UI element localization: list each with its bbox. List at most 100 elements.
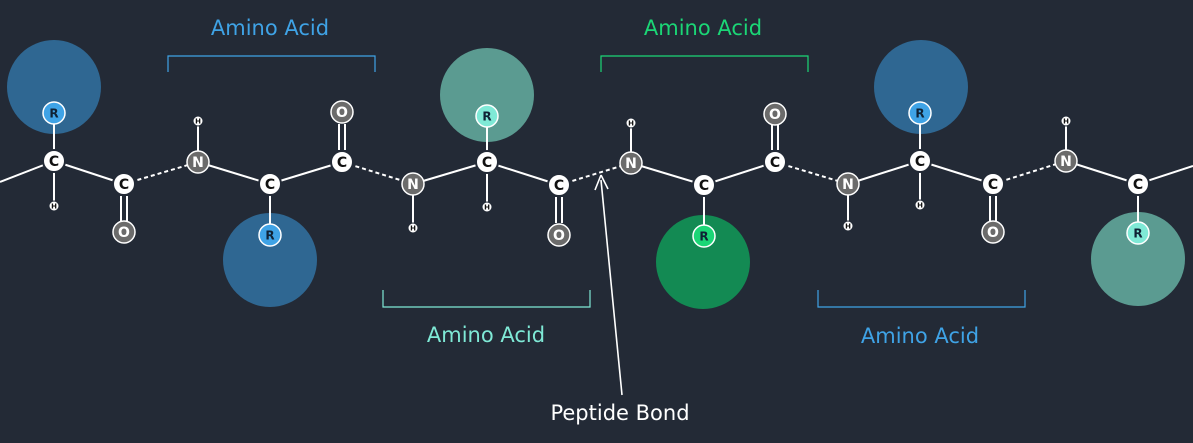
bonds <box>0 114 1193 236</box>
svg-text:C: C <box>915 154 925 170</box>
nitrogen-atom: N <box>836 172 860 196</box>
carbon-atom: C <box>330 150 354 174</box>
oxygen-atom: O <box>547 223 571 247</box>
r-group-circle <box>1091 212 1185 306</box>
hydrogen-atom: H <box>192 115 204 127</box>
hydrogen-atom: H <box>481 201 493 213</box>
hydrogen-atom: H <box>407 222 419 234</box>
svg-text:N: N <box>842 177 854 193</box>
r-group-circle <box>656 215 750 309</box>
r-group-circle <box>7 40 101 134</box>
svg-text:H: H <box>628 120 634 128</box>
r-group-circle <box>874 40 968 134</box>
brackets <box>167 55 1026 308</box>
svg-text:R: R <box>1133 226 1142 240</box>
hydrogen-atom: H <box>842 220 854 232</box>
svg-text:N: N <box>625 156 637 172</box>
double-bond <box>555 197 563 223</box>
bond <box>630 162 705 186</box>
bracket-amino-acid-4 <box>817 290 1026 308</box>
r-group-atom: R <box>692 224 716 248</box>
svg-text:C: C <box>770 155 780 171</box>
peptide-bond-line <box>774 161 849 185</box>
svg-text:O: O <box>769 107 781 123</box>
r-group-circles <box>7 40 1185 309</box>
r-group-atom: R <box>42 101 66 125</box>
carbon-atom: C <box>908 149 932 173</box>
svg-text:N: N <box>192 155 204 171</box>
carbon-atom: C <box>547 173 571 197</box>
svg-text:H: H <box>195 118 201 126</box>
bond <box>1065 160 1139 185</box>
amino-acid-label-3: Amino Acid <box>644 16 762 40</box>
peptide-bond-line <box>123 161 199 185</box>
svg-text:O: O <box>553 228 565 244</box>
bracket-amino-acid-2 <box>382 290 591 308</box>
bond <box>919 160 994 185</box>
bond <box>412 161 488 185</box>
svg-text:C: C <box>119 177 129 193</box>
svg-text:N: N <box>407 177 419 193</box>
svg-text:R: R <box>915 106 924 120</box>
svg-text:C: C <box>554 178 564 194</box>
nitrogen-atom: N <box>1054 149 1078 173</box>
r-group-circle <box>440 48 534 142</box>
atoms: C C N C C N C C N C C N C C N C O O O O O R R R R R R H H H H H H H H <box>42 100 1150 248</box>
svg-text:C: C <box>265 177 275 193</box>
carbon-atom: C <box>258 172 282 196</box>
peptide-bond-line <box>341 161 414 185</box>
svg-text:H: H <box>1063 118 1069 126</box>
amino-acid-label-2: Amino Acid <box>427 323 545 347</box>
r-group-atom: R <box>258 223 282 247</box>
bond <box>703 161 776 186</box>
svg-text:R: R <box>265 228 274 242</box>
bond <box>269 161 343 185</box>
svg-text:O: O <box>336 105 348 121</box>
r-group-atom: R <box>475 104 499 128</box>
nitrogen-atom: N <box>619 151 643 175</box>
nitrogen-atom: N <box>401 172 425 196</box>
oxygen-atom: O <box>763 102 787 126</box>
bracket-amino-acid-1 <box>167 55 376 72</box>
hydrogen-atom: H <box>625 117 637 129</box>
double-bond <box>120 196 128 222</box>
carbon-atom: C <box>1126 172 1150 196</box>
hydrogen-atom: H <box>1060 115 1072 127</box>
double-bond <box>989 196 997 222</box>
svg-text:O: O <box>118 225 130 241</box>
svg-text:C: C <box>49 154 59 170</box>
svg-text:R: R <box>49 106 58 120</box>
bond <box>53 160 125 185</box>
hydrogen-atom: H <box>914 199 926 211</box>
svg-text:R: R <box>699 229 708 243</box>
bond <box>847 160 921 185</box>
svg-text:C: C <box>482 155 492 171</box>
peptide-bond-label: Peptide Bond <box>550 401 689 425</box>
amino-acid-label-1: Amino Acid <box>211 16 329 40</box>
peptide-bond-line <box>992 160 1067 185</box>
svg-text:C: C <box>1133 177 1143 193</box>
svg-text:O: O <box>987 225 999 241</box>
double-bond <box>771 124 779 150</box>
svg-text:C: C <box>988 177 998 193</box>
svg-text:C: C <box>699 178 709 194</box>
oxygen-atom: O <box>981 220 1005 244</box>
svg-text:N: N <box>1060 154 1072 170</box>
hydrogen-atom: H <box>48 200 60 212</box>
r-group-atom: R <box>1126 221 1150 245</box>
bond <box>486 161 560 186</box>
carbon-atom: C <box>112 172 136 196</box>
bracket-amino-acid-3 <box>600 55 809 72</box>
peptide-bond-line <box>558 162 632 186</box>
svg-text:H: H <box>917 202 923 210</box>
svg-text:H: H <box>51 203 57 211</box>
svg-text:R: R <box>482 109 491 123</box>
nitrogen-atom: N <box>186 150 210 174</box>
svg-text:H: H <box>410 225 416 233</box>
carbon-atom: C <box>692 173 716 197</box>
carbon-atom: C <box>42 149 66 173</box>
svg-text:C: C <box>337 155 347 171</box>
double-bond <box>338 124 346 150</box>
carbon-atom: C <box>763 150 787 174</box>
